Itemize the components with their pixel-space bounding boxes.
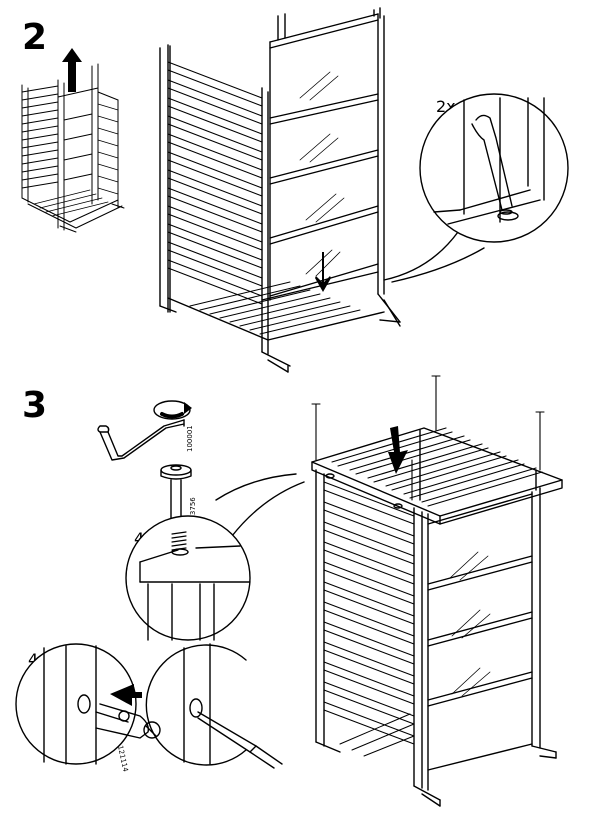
step-3-number: 3: [22, 385, 48, 426]
press-down-arrow-icon: [315, 252, 331, 292]
step-3-bolts-above: [311, 375, 545, 501]
rotate-clockwise-icon: [153, 400, 192, 420]
lift-up-arrow-icon: [62, 48, 82, 92]
step-3-bolt-detail-callout: [125, 473, 305, 641]
step-2-number: 2: [22, 17, 48, 58]
dowel-detail-left: [15, 643, 161, 765]
screwdriver-detail-right: [145, 643, 283, 769]
step-2-detail-callout: [383, 93, 569, 283]
allen-key-part-number: 100001: [186, 425, 194, 452]
barrel-nut-part-number: 121114: [116, 745, 129, 773]
bolt-part-number: 123756: [189, 497, 197, 524]
insert-down-arrow-icon: [388, 426, 408, 474]
step-2-main-frame: [159, 7, 401, 373]
step-3-cabinet: [311, 427, 563, 807]
step-2-thumbnail-frame: [21, 63, 125, 233]
insert-left-arrow-icon: [110, 684, 142, 706]
allen-key-icon: [97, 419, 185, 461]
